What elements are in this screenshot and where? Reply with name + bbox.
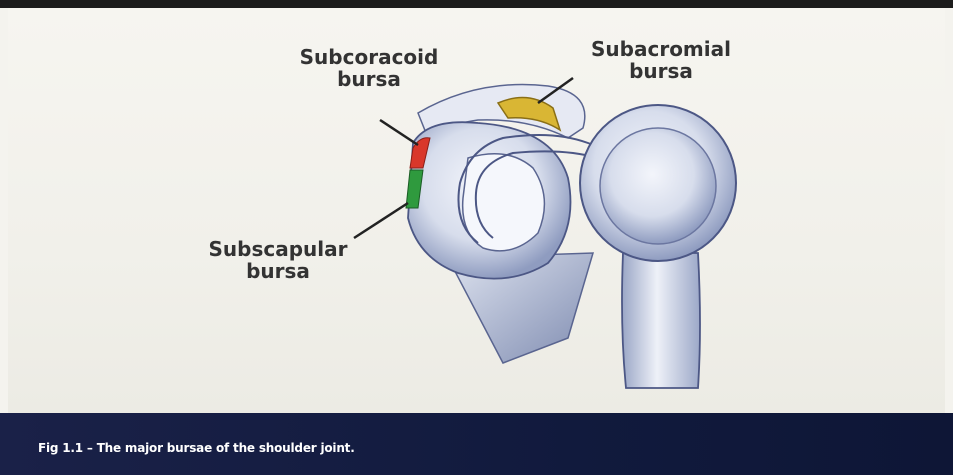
- label-subacromial-line2: bursa: [576, 60, 746, 82]
- label-subscapular-line2: bursa: [193, 260, 363, 282]
- figure-caption: Fig 1.1 – The major bursae of the should…: [38, 441, 355, 455]
- label-subacromial-line1: Subacromial: [576, 38, 746, 60]
- label-subscapular: Subscapular bursa: [193, 238, 363, 282]
- leader-subcoracoid: [380, 120, 418, 145]
- label-subcoracoid-line1: Subcoracoid: [284, 46, 454, 68]
- caption-bar: Fig 1.1 – The major bursae of the should…: [0, 413, 953, 475]
- leader-subscapular: [354, 203, 408, 238]
- humerus-shaft: [622, 253, 700, 388]
- humeral-head-inner: [600, 128, 716, 244]
- label-subacromial: Subacromial bursa: [576, 38, 746, 82]
- top-border: [0, 0, 953, 8]
- label-subcoracoid-line2: bursa: [284, 68, 454, 90]
- label-subscapular-line1: Subscapular: [193, 238, 363, 260]
- label-subcoracoid: Subcoracoid bursa: [284, 46, 454, 90]
- shoulder-joint-drawing: [8, 8, 945, 413]
- shoulder-illustration: Subcoracoid bursa Subacromial bursa Subs…: [8, 8, 945, 413]
